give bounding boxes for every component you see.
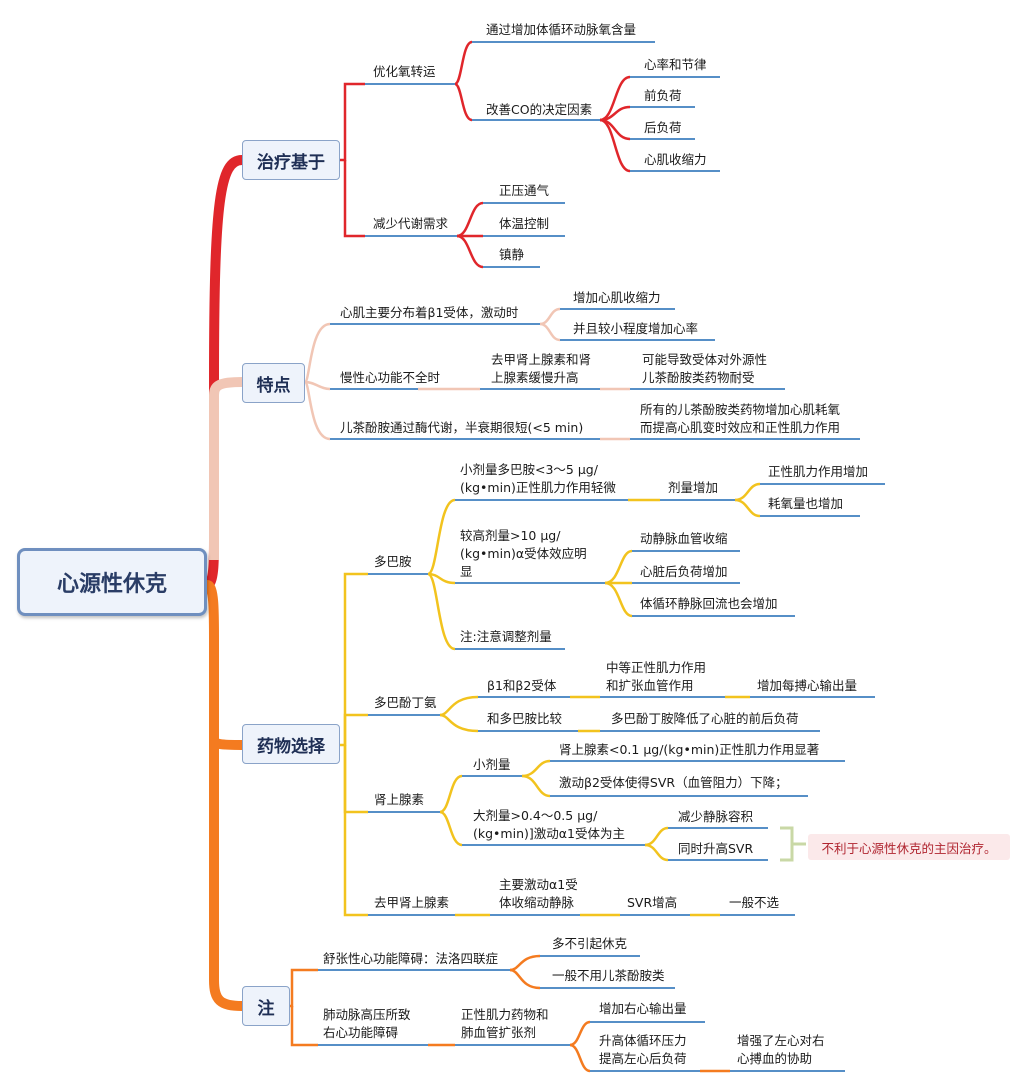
node-norepinephrine[interactable]: 去甲肾上腺素 xyxy=(374,895,450,910)
node-lv-assist-2[interactable]: 心搏血的协助 xyxy=(737,1051,813,1066)
node-epi-low[interactable]: 小剂量 xyxy=(473,757,511,772)
node-temp-control[interactable]: 体温控制 xyxy=(499,216,550,231)
node-ppv[interactable]: 正压通气 xyxy=(499,183,550,198)
node-high-dose-1[interactable]: 较高剂量>10 μg/ xyxy=(460,528,561,543)
node-vs-dopamine[interactable]: 和多巴胺比较 xyxy=(487,711,563,726)
node-dobutamine[interactable]: 多巴酚丁氨 xyxy=(374,695,437,710)
node-ne-rise-1[interactable]: 去甲肾上腺素和肾 xyxy=(491,352,592,367)
node-lv-assist-1[interactable]: 增强了左心对右 xyxy=(737,1033,825,1048)
branch-drug-choice[interactable]: 药物选择 xyxy=(242,724,340,764)
node-systemic-2[interactable]: 提高左心后负荷 xyxy=(599,1051,687,1066)
node-contractility[interactable]: 心肌收缩力 xyxy=(644,152,707,167)
node-pah-1[interactable]: 肺动脉高压所致 xyxy=(323,1007,411,1022)
node-co-factors[interactable]: 改善CO的决定因素 xyxy=(486,102,593,117)
node-high-dose-2[interactable]: (kg•min)α受体效应明 xyxy=(460,546,587,561)
note-callout[interactable]: 不利于心源性休克的主因治疗。 xyxy=(808,834,1010,860)
root-node[interactable]: 心源性休克 xyxy=(17,548,207,616)
node-norepi-2[interactable]: 体收缩动静脉 xyxy=(499,895,575,910)
branch-features[interactable]: 特点 xyxy=(242,363,305,403)
node-venous-volume[interactable]: 减少静脉容积 xyxy=(678,809,754,824)
node-metabolism[interactable]: 儿茶酚胺通过酶代谢，半衰期很短(<5 min) xyxy=(340,420,584,435)
node-inc-rate[interactable]: 并且较小程度增加心率 xyxy=(573,321,699,336)
node-inotropy-increase[interactable]: 正性肌力作用增加 xyxy=(768,464,869,479)
node-adjust-dose[interactable]: 注:注意调整剂量 xyxy=(460,629,552,644)
node-stroke-output[interactable]: 增加每搏心输出量 xyxy=(757,678,858,693)
node-afterload[interactable]: 后负荷 xyxy=(644,120,682,135)
node-moderate-1[interactable]: 中等正性肌力作用 xyxy=(606,660,707,675)
node-no-catecholamine[interactable]: 一般不用儿茶酚胺类 xyxy=(552,968,665,983)
node-rate-rhythm[interactable]: 心率和节律 xyxy=(644,57,707,72)
node-norepi-1[interactable]: 主要激动α1受 xyxy=(499,877,578,892)
node-sedation[interactable]: 镇静 xyxy=(499,247,525,262)
node-beta1[interactable]: 心肌主要分布着β1受体，激动时 xyxy=(340,305,519,320)
node-dose-increase[interactable]: 剂量增加 xyxy=(668,480,719,495)
node-inc-contractility[interactable]: 增加心肌收缩力 xyxy=(573,290,661,305)
node-tolerance-1[interactable]: 可能导致受体对外源性 xyxy=(642,352,768,367)
node-not-chosen[interactable]: 一般不选 xyxy=(729,895,780,910)
node-epi-low-2[interactable]: 激动β2受体使得SVR（血管阻力）下降； xyxy=(559,775,788,790)
node-epinephrine[interactable]: 肾上腺素 xyxy=(374,792,425,807)
node-svr-increase[interactable]: SVR增高 xyxy=(627,895,678,910)
node-positive-1[interactable]: 正性肌力药物和 xyxy=(461,1007,549,1022)
node-systemic-1[interactable]: 升高体循环压力 xyxy=(599,1033,687,1048)
node-reduce-load[interactable]: 多巴酚丁胺降低了心脏的前后负荷 xyxy=(611,711,799,726)
node-preload[interactable]: 前负荷 xyxy=(644,88,682,103)
node-dopamine[interactable]: 多巴胺 xyxy=(374,554,412,569)
node-low-dose-1[interactable]: 小剂量多巴胺<3～5 μg/ xyxy=(460,462,598,477)
node-o2-consumption-1[interactable]: 所有的儿茶酚胺类药物增加心肌耗氧 xyxy=(640,402,841,417)
node-optimize-o2[interactable]: 优化氧转运 xyxy=(373,64,436,79)
node-reduce-demand[interactable]: 减少代谢需求 xyxy=(373,216,449,231)
node-no-shock[interactable]: 多不引起休克 xyxy=(552,936,628,951)
node-high-dose-3[interactable]: 显 xyxy=(460,564,473,579)
node-afterload-increase[interactable]: 心脏后负荷增加 xyxy=(640,564,728,579)
branch-notes[interactable]: 注 xyxy=(242,986,290,1026)
node-epi-low-1[interactable]: 肾上腺素<0.1 μg/(kg•min)正性肌力作用显著 xyxy=(559,742,820,757)
branch-therapy[interactable]: 治疗基于 xyxy=(242,140,340,180)
node-positive-2[interactable]: 肺血管扩张剂 xyxy=(461,1025,537,1040)
node-b1b2[interactable]: β1和β2受体 xyxy=(487,678,557,693)
node-tolerance-2[interactable]: 儿茶酚胺类药物耐受 xyxy=(642,370,755,385)
node-venous-return[interactable]: 体循环静脉回流也会增加 xyxy=(640,596,778,611)
node-epi-high-2[interactable]: (kg•min)]激动α1受体为主 xyxy=(473,826,625,841)
node-o2-increase[interactable]: 耗氧量也增加 xyxy=(768,496,844,511)
node-svr-rise[interactable]: 同时升高SVR xyxy=(678,841,754,856)
node-chronic-hf[interactable]: 慢性心功能不全时 xyxy=(340,370,441,385)
node-epi-high-1[interactable]: 大剂量>0.4～0.5 μg/ xyxy=(473,808,598,823)
node-pah-2[interactable]: 右心功能障碍 xyxy=(323,1025,399,1040)
node-diastolic[interactable]: 舒张性心功能障碍：法洛四联症 xyxy=(323,951,499,966)
node-rv-output[interactable]: 增加右心输出量 xyxy=(599,1001,687,1016)
node-arterial-o2[interactable]: 通过增加体循环动脉氧含量 xyxy=(486,22,637,37)
node-o2-consumption-2[interactable]: 而提高心肌变时效应和正性肌力作用 xyxy=(640,420,841,435)
node-low-dose-2[interactable]: (kg•min)正性肌力作用轻微 xyxy=(460,480,616,495)
node-ne-rise-2[interactable]: 上腺素缓慢升高 xyxy=(491,370,579,385)
node-moderate-2[interactable]: 和扩张血管作用 xyxy=(606,678,694,693)
node-vasoconstriction[interactable]: 动静脉血管收缩 xyxy=(640,531,728,546)
